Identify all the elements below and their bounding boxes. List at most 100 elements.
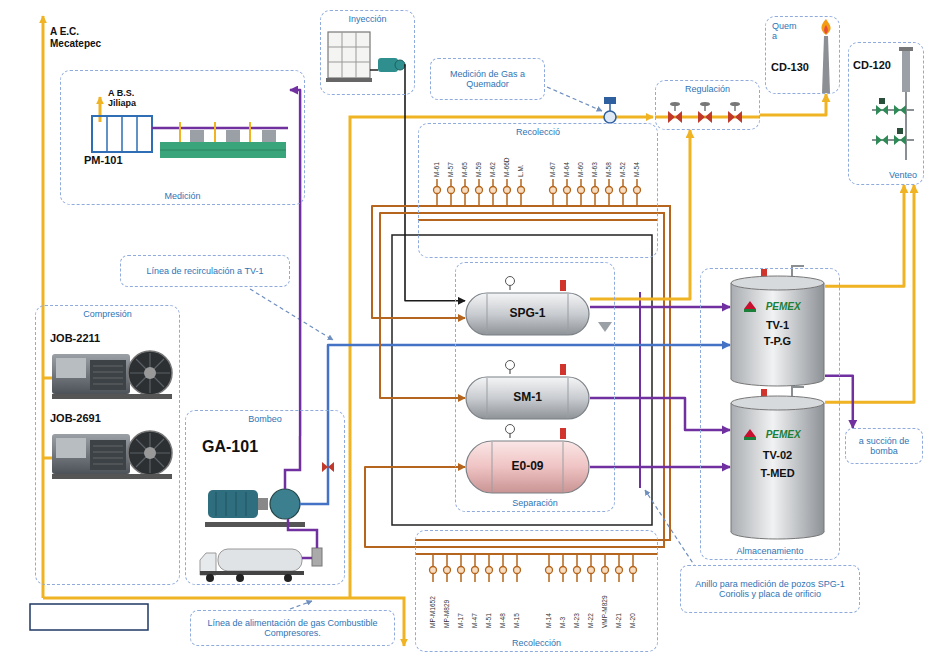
gas-lines — [350, 117, 653, 598]
tank-truck — [218, 549, 302, 571]
callout-box: Medición de Gas a Quemador — [430, 58, 545, 100]
tank-truck — [288, 519, 317, 558]
meter-skid-picture — [262, 130, 276, 142]
well-tag: M-54 — [633, 162, 641, 177]
well-tag: M-3 — [559, 617, 567, 628]
collection-headers — [415, 553, 658, 555]
well-symbols — [620, 179, 627, 206]
equipment-tag: PM-101 — [84, 154, 123, 167]
pipe-connector — [290, 90, 300, 436]
well-tag: M-51 — [485, 613, 493, 628]
regulation-valves — [728, 111, 742, 123]
well-tag: VMP-M829 — [601, 595, 609, 628]
area-group: AlmacenamientoPEMEXTV-1T-P.GPEMEXTV-02T-… — [700, 268, 840, 560]
well-tag: M-64 — [563, 162, 571, 177]
pump-picture — [285, 436, 300, 489]
pump-picture — [216, 492, 246, 516]
pipe-connector — [405, 95, 465, 301]
well-tag: M-59 — [475, 162, 483, 177]
area-group: Regulación — [655, 80, 760, 130]
well-tag: M-60 — [577, 162, 585, 177]
pipe-connector — [590, 130, 690, 299]
leader-lines — [250, 289, 333, 340]
destination-label: A E.C. Mecatepec — [50, 26, 110, 49]
vessel-instruments — [560, 428, 566, 439]
well-tag: M-47 — [471, 613, 479, 628]
leader-lines — [290, 601, 312, 609]
pump-picture — [205, 522, 305, 527]
equipment-tag: TV-1 — [766, 319, 789, 332]
injection-picture — [395, 60, 405, 70]
equipment-tag: T-MED — [760, 467, 794, 480]
flare-stack — [821, 19, 830, 35]
well-tag: MP-M829 — [443, 600, 451, 628]
vessel-instruments — [560, 280, 566, 291]
meter-skid-picture — [180, 122, 250, 142]
storage-tank: PEMEXTV-1T-P.G — [730, 275, 825, 387]
group-title: Compresión — [83, 309, 132, 319]
area-group: CompresiónJOB-2211JOB-2691 — [35, 305, 180, 585]
well-tag: M-48 — [499, 613, 507, 628]
gas-flow-meter — [604, 111, 616, 123]
injection-picture — [328, 32, 370, 78]
well-symbols — [472, 554, 479, 582]
area-group: Recolección — [415, 530, 658, 652]
vent-stack — [879, 98, 885, 104]
vessel-instruments — [506, 277, 515, 286]
pipe-connector — [380, 213, 465, 398]
callout-box: Línea de recirculación a TV-1 — [120, 255, 290, 287]
injection-picture — [404, 65, 405, 95]
callout-box: Línea de alimentación de gas Combustible… — [190, 610, 395, 646]
well-symbols — [476, 179, 483, 206]
pipe-connector — [328, 345, 730, 436]
meter-skid-picture — [190, 130, 204, 142]
meter-skid-picture — [152, 127, 288, 130]
regulation-valves — [730, 102, 740, 106]
equipment-tag: PEMEX — [766, 301, 801, 313]
well-symbols — [430, 554, 437, 582]
separator-vessel: SPG-1 — [465, 292, 590, 336]
pipe-connector — [825, 185, 914, 402]
regulation-valves — [700, 102, 710, 106]
compressor-unit: JOB-2691 — [47, 410, 175, 485]
group-title: Venteo — [889, 170, 917, 180]
vessel-instruments — [506, 425, 515, 434]
group-title: Separación — [512, 498, 558, 508]
tank-truck — [284, 574, 292, 582]
group-title: Inyección — [348, 14, 386, 24]
well-symbols — [602, 554, 609, 582]
pump-picture — [258, 498, 268, 510]
flare-stack — [822, 36, 830, 93]
gas-lines — [42, 16, 45, 598]
flare-stack — [824, 25, 828, 34]
well-symbols — [564, 179, 571, 206]
well-tag: M-21 — [615, 613, 623, 628]
well-tag: M-62 — [489, 162, 497, 177]
regulation-valves — [698, 111, 712, 123]
well-symbols — [430, 179, 641, 582]
well-symbols — [458, 554, 465, 582]
well-tag: M-65 — [461, 162, 469, 177]
well-tag: M-58 — [605, 162, 613, 177]
gas-lines — [99, 97, 102, 122]
vent-stack — [876, 105, 888, 115]
compressor-unit: JOB-2211 — [47, 330, 175, 405]
well-tag: M-61 — [433, 162, 441, 177]
gas-flow-meter — [604, 97, 616, 104]
well-tag: M-52 — [619, 162, 627, 177]
pipe-loop — [392, 235, 652, 525]
callout-box: Anillo para medición de pozos SPG-1 Cori… — [680, 565, 860, 613]
well-symbols — [560, 554, 567, 582]
gas-lines — [43, 16, 760, 646]
vent-stack — [902, 50, 910, 92]
well-tag: L.M. — [517, 164, 525, 177]
equipment-tag: PEMEX — [766, 429, 801, 441]
well-symbols — [514, 554, 521, 582]
group-title: Almacenamiento — [736, 546, 803, 556]
well-tag: MP-M1652 — [429, 596, 437, 628]
area-group: MediciónPM-101 — [60, 70, 305, 205]
equipment-tag: SPG-1 — [509, 307, 545, 321]
pipe-connector — [825, 376, 853, 428]
callout-text: Línea de recirculación a TV-1 — [147, 266, 264, 276]
